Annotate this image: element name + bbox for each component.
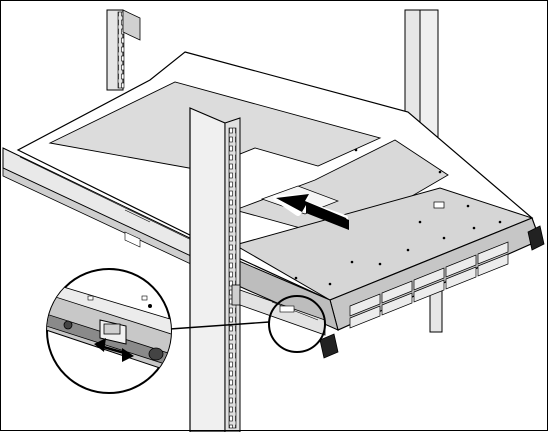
front-left-rack-post (189, 107, 241, 432)
rear-left-rack-post (106, 9, 141, 91)
lever-slide-double-arrow-icon (94, 338, 134, 362)
slide-rail-lever-area (239, 289, 326, 336)
lever-highlight-circle (268, 295, 326, 353)
release-lever-detail-callout (46, 268, 172, 394)
push-arrow-icon (273, 194, 349, 230)
callout-leader-line (169, 321, 270, 330)
left-front-handle (319, 333, 339, 359)
right-front-handle (527, 225, 545, 251)
drive-bays (349, 241, 509, 329)
